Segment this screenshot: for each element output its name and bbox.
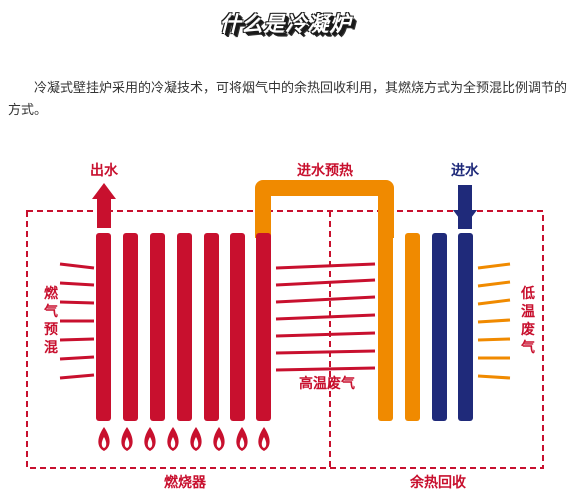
high-temp-exhaust-label: 高温废气 [299, 375, 355, 392]
boiler-boundary [26, 210, 544, 469]
navy-tube [432, 233, 447, 421]
low-temp-exhaust-lines [477, 262, 511, 380]
water-out-arrow [92, 183, 116, 228]
red-tube [256, 233, 271, 421]
low-temp-exhaust-char: 气 [520, 339, 535, 356]
burner-label-bg [147, 472, 223, 492]
navy-tube [458, 233, 473, 421]
flame-icon [167, 427, 179, 451]
gas-premix-lines [59, 262, 95, 380]
high-temp-exhaust-lines [275, 262, 376, 372]
recovery-tubes [378, 233, 473, 421]
flame-icon [121, 427, 133, 451]
flame-icon [236, 427, 248, 451]
water-out-label: 出水 [90, 162, 119, 179]
gas-premix-label: 燃 气 预 混 [43, 285, 63, 356]
burner-flames [98, 427, 270, 451]
gas-premix-char: 气 [43, 303, 58, 320]
flame-icon [190, 427, 202, 451]
heat-recovery-label: 余热回收 [409, 474, 467, 491]
low-temp-exhaust-char: 低 [520, 285, 535, 302]
water-in-label: 进水 [451, 162, 480, 179]
low-temp-exhaust-char: 温 [521, 304, 535, 320]
gas-premix-char: 预 [44, 322, 58, 338]
low-temp-exhaust-label: 低 温 废 气 [520, 285, 540, 356]
gas-premix-char: 燃 [44, 285, 59, 302]
burner-tubes [96, 233, 271, 421]
gas-premix-char: 混 [44, 340, 58, 356]
burner-label: 燃烧器 [164, 474, 207, 491]
orange-tube [405, 233, 420, 421]
red-tube [230, 233, 245, 421]
red-tube [123, 233, 138, 421]
flame-icon [98, 427, 110, 451]
flame-icon [213, 427, 225, 451]
flame-icon [258, 427, 270, 451]
intro-paragraph: 冷凝式壁挂炉采用的冷凝技术，可将烟气中的余热回收利用，其燃烧方式为全预混比例调节… [8, 81, 568, 118]
heat-recovery-label-bg [400, 472, 476, 492]
water-in-arrow [453, 185, 477, 229]
red-tube [150, 233, 165, 421]
preheat-pipe [255, 180, 394, 238]
flame-icon [144, 427, 156, 451]
preheat-label: 进水预热 [297, 162, 353, 179]
red-tube [177, 233, 192, 421]
low-temp-exhaust-char: 废 [521, 321, 535, 338]
red-tube [96, 233, 111, 421]
orange-tube [378, 233, 393, 421]
red-tube [204, 233, 219, 421]
page-title: 什么是冷凝炉 [219, 12, 352, 36]
